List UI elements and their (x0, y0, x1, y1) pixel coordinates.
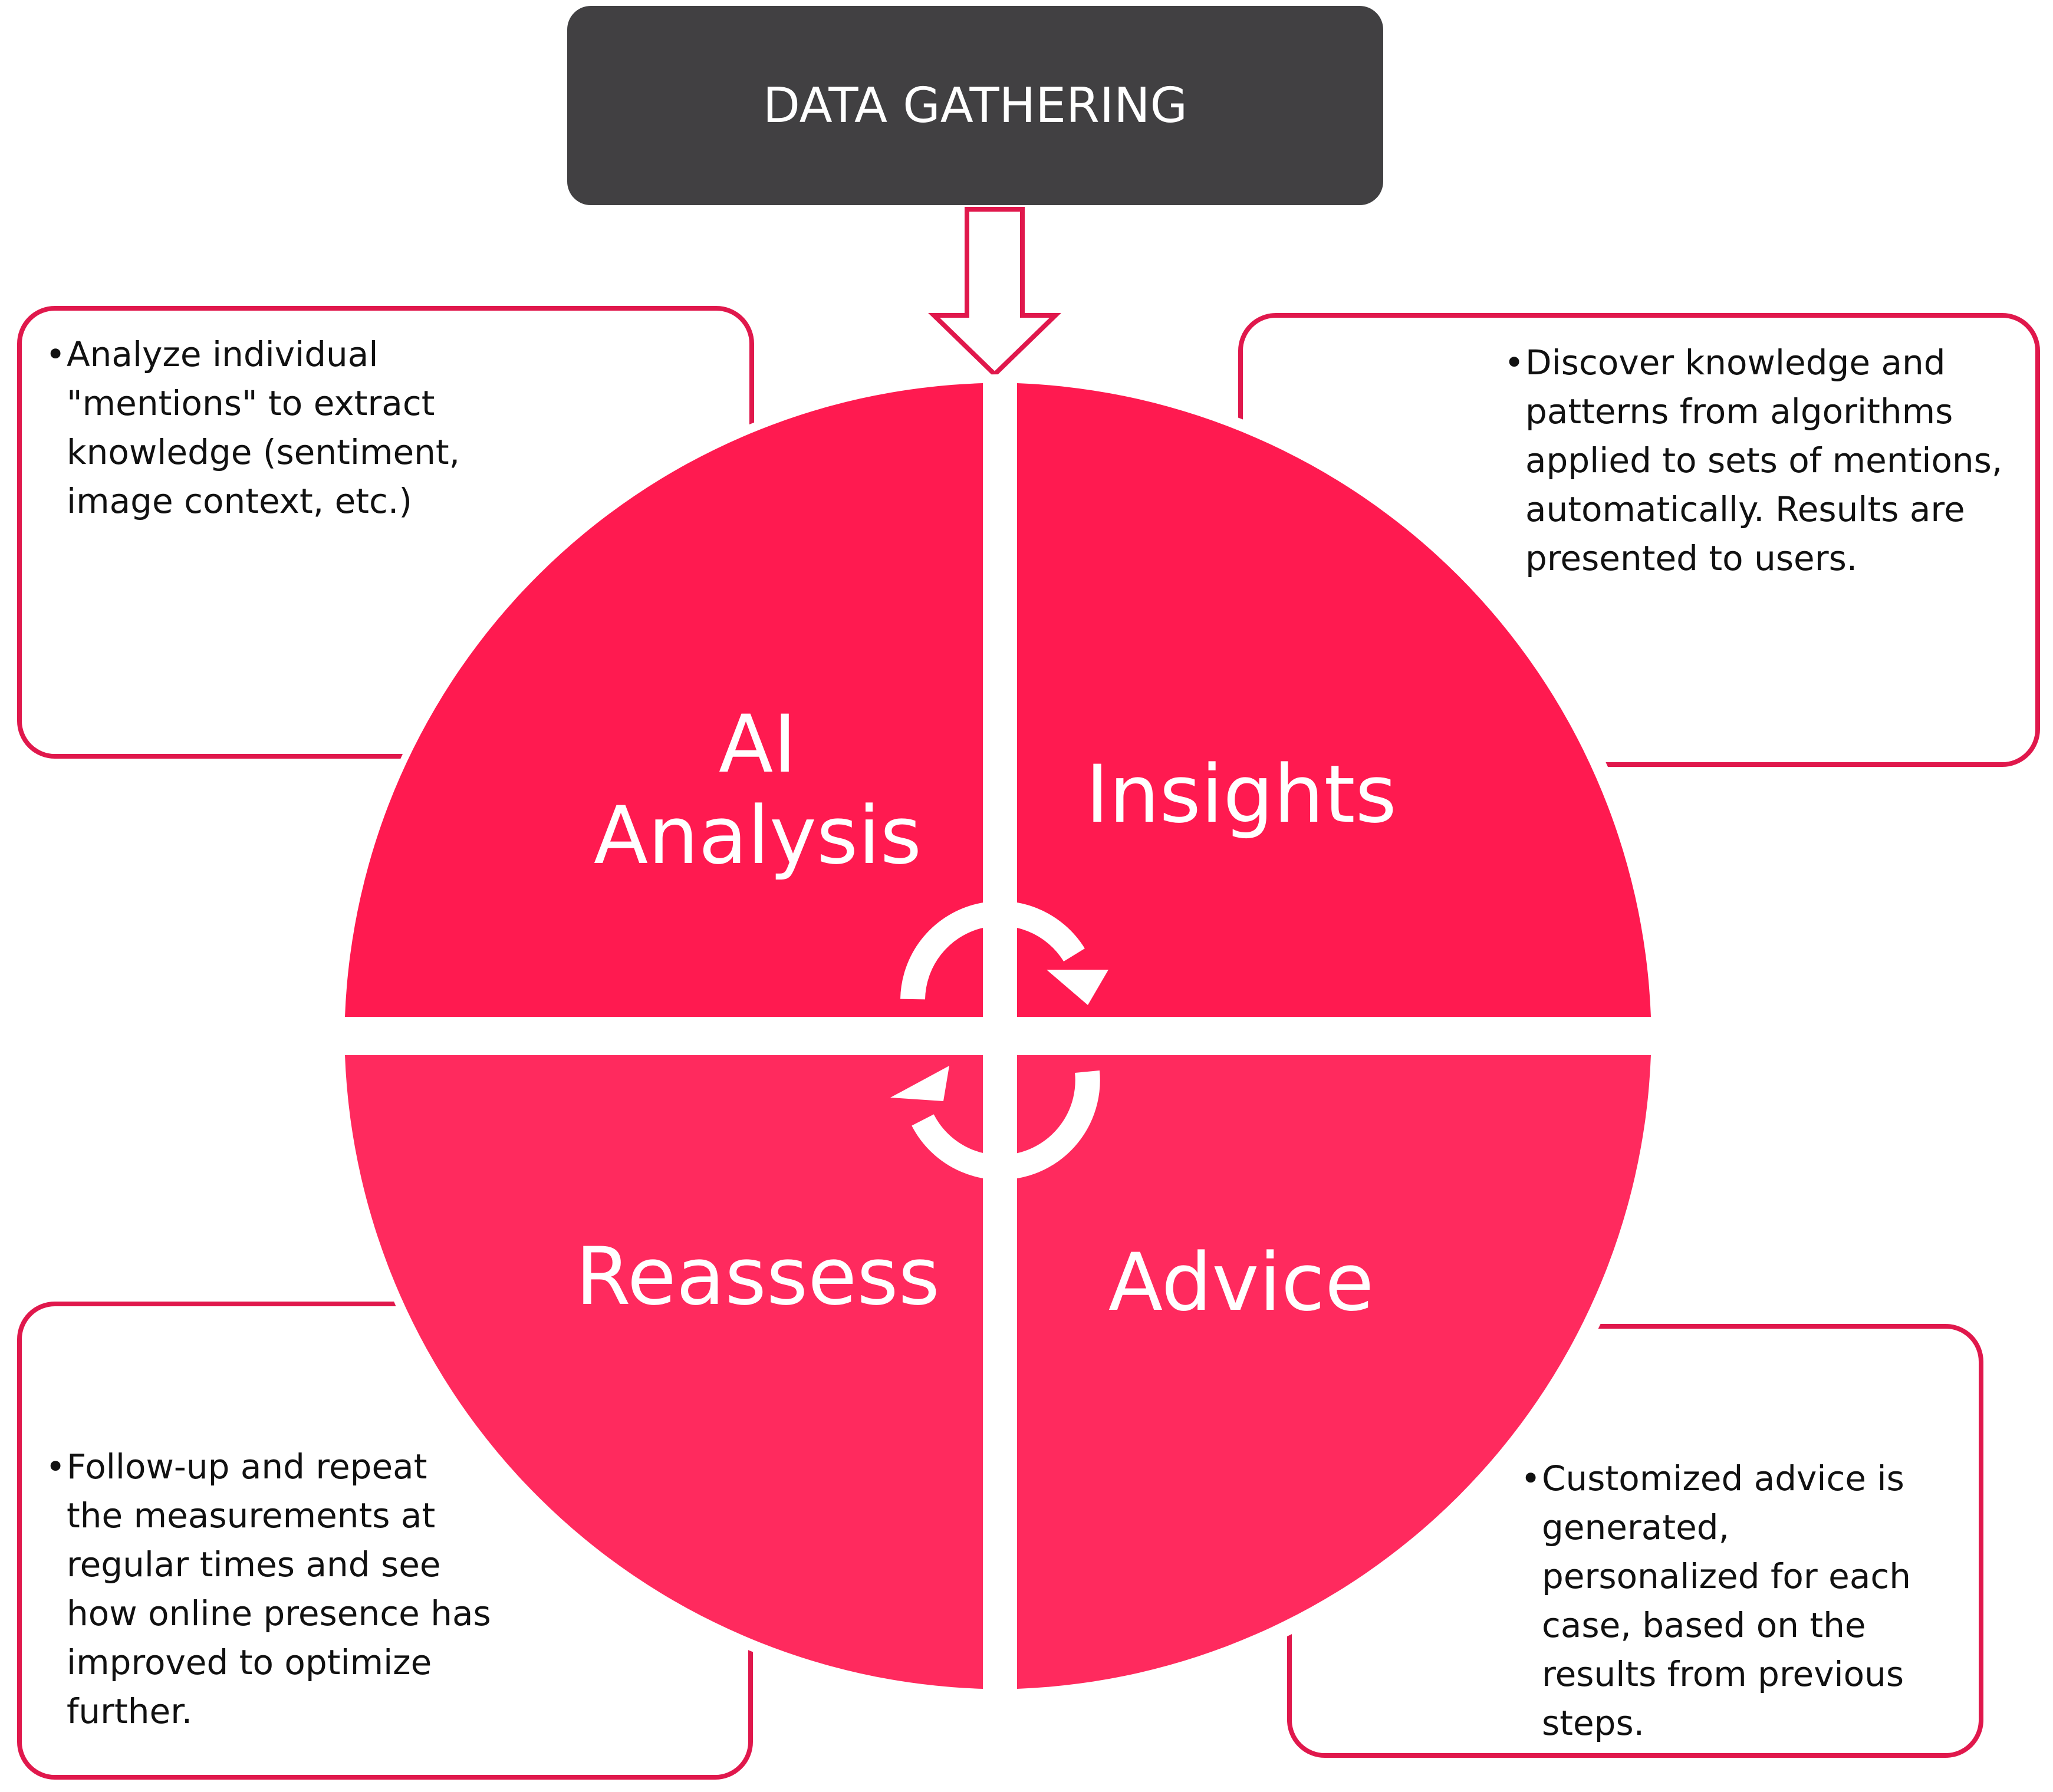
callout-text: Analyze individual "mentions" to extract… (67, 334, 460, 521)
callout-text: Discover knowledge and patterns from alg… (1525, 342, 2003, 578)
quadrant-label-insights: Insights (1038, 748, 1445, 841)
quadrant-label-line: AI (718, 698, 797, 790)
bullet-icon: • (45, 1447, 66, 1487)
callout-text-advice: • Customized advice is generated, person… (1521, 1454, 1955, 1748)
quadrant-advice (1017, 1055, 1651, 1689)
bullet-icon: • (1504, 342, 1525, 383)
bullet-icon: • (45, 334, 66, 374)
quadrant-label-advice: Advice (1038, 1236, 1445, 1329)
bullet-icon: • (1521, 1458, 1541, 1498)
quadrant-label-ai-analysis: AI Analysis (542, 699, 973, 882)
quadrant-label-line: Reassess (575, 1230, 940, 1323)
data-gathering-box (567, 6, 1383, 205)
callout-text: Follow-up and repeat the measurements at… (67, 1447, 491, 1731)
callout-text: Customized advice is generated, personal… (1542, 1458, 1911, 1743)
down-arrow-icon (928, 207, 1061, 378)
callout-text-reassess: • Follow-up and repeat the measurements … (45, 1442, 491, 1736)
cycle-arrowhead-top-icon (1047, 970, 1108, 1005)
quadrant-label-line: Insights (1085, 748, 1397, 841)
cycle-arrows-icon (900, 901, 1100, 1180)
quadrant-ai-analysis (345, 383, 983, 1017)
quadrant-label-reassess: Reassess (542, 1230, 973, 1323)
quadrant-reassess (345, 1055, 983, 1689)
callout-text-ai-analysis: • Analyze individual "mentions" to extra… (45, 330, 515, 526)
quadrant-insights (1017, 383, 1651, 1017)
quadrant-label-line: Advice (1108, 1236, 1374, 1329)
quadrant-label-line: Analysis (593, 789, 922, 882)
callout-text-insights: • Discover knowledge and patterns from a… (1504, 338, 2015, 583)
data-gathering-label: DATA GATHERING (762, 78, 1188, 134)
cycle-arrowhead-bottom-icon (890, 1066, 949, 1101)
